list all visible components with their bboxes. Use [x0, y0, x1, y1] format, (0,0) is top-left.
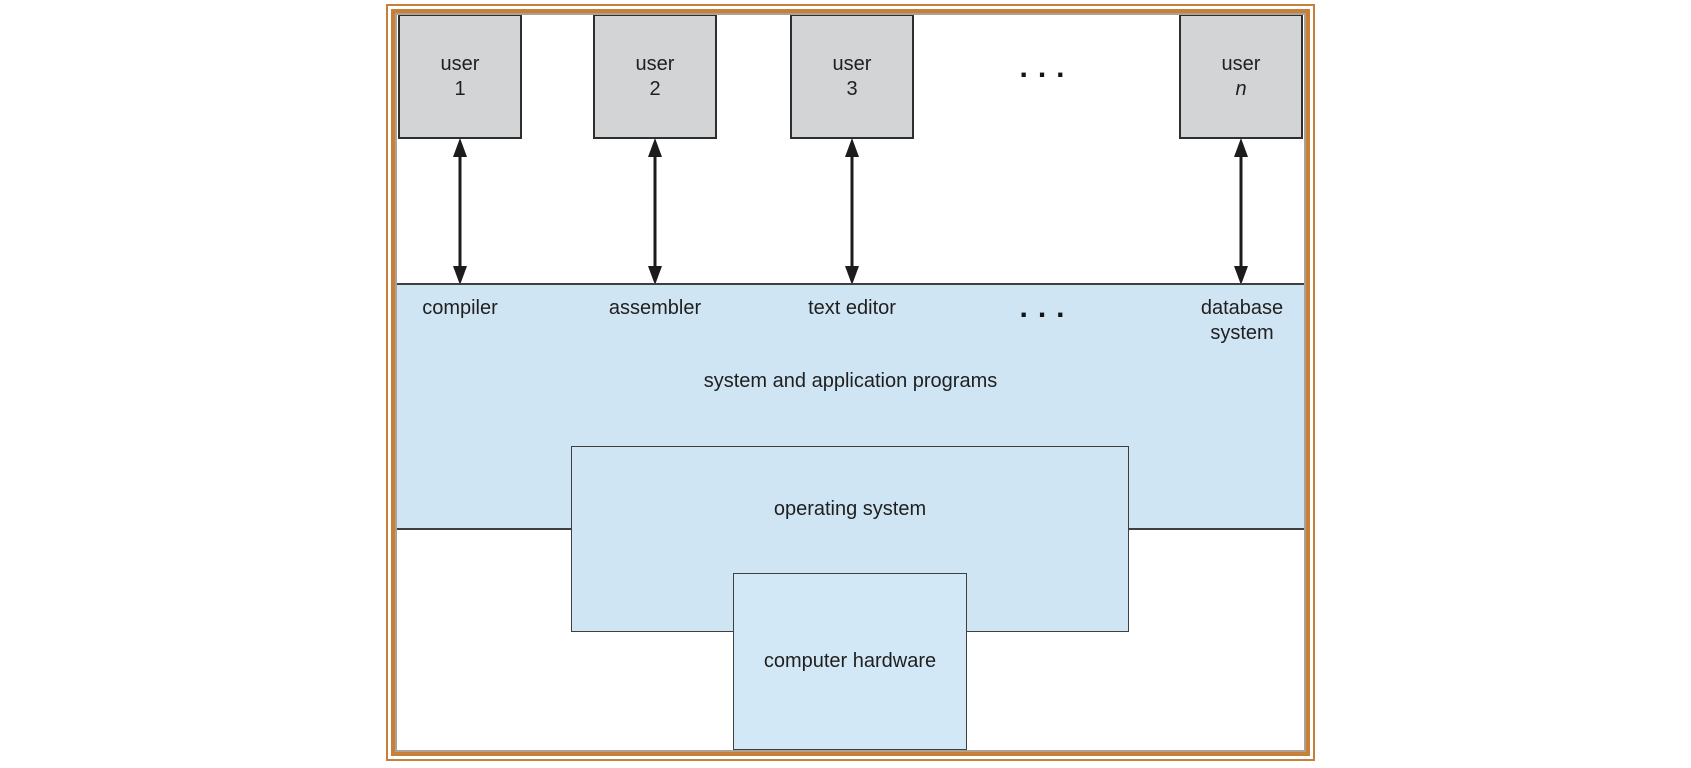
user-1-label: user 1: [440, 52, 480, 100]
operating-system-label: operating system: [773, 498, 927, 520]
double-arrow-icon: [453, 138, 467, 285]
figure-frame: user 1 user 2 user 3 user n: [386, 4, 1315, 761]
users-ellipsis: ...: [1019, 51, 1075, 84]
user-3-label: user 3: [832, 52, 872, 100]
double-arrow-icon: [1234, 138, 1248, 285]
compiler-label: compiler: [422, 297, 498, 319]
assembler-label: assembler: [608, 297, 702, 319]
database-system-label: database system: [1200, 297, 1284, 344]
user-2-label: user 2: [635, 52, 675, 100]
user-n-box: user n: [1179, 15, 1303, 139]
programs-band-caption: system and application programs: [703, 370, 998, 392]
computer-hardware-label: computer hardware: [763, 650, 937, 672]
text-editor-label: text editor: [808, 297, 896, 319]
figure-frame-inner: user 1 user 2 user 3 user n: [391, 9, 1310, 756]
user-n-label: user n: [1221, 52, 1261, 100]
double-arrow-icon: [845, 138, 859, 285]
user-1-box: user 1: [398, 15, 522, 139]
programs-ellipsis: ...: [1019, 291, 1075, 324]
double-arrow-icon: [648, 138, 662, 285]
computer-hardware-box: computer hardware: [733, 573, 967, 750]
user-3-box: user 3: [790, 15, 914, 139]
user-2-box: user 2: [593, 15, 717, 139]
diagram-canvas: user 1 user 2 user 3 user n: [397, 15, 1304, 750]
